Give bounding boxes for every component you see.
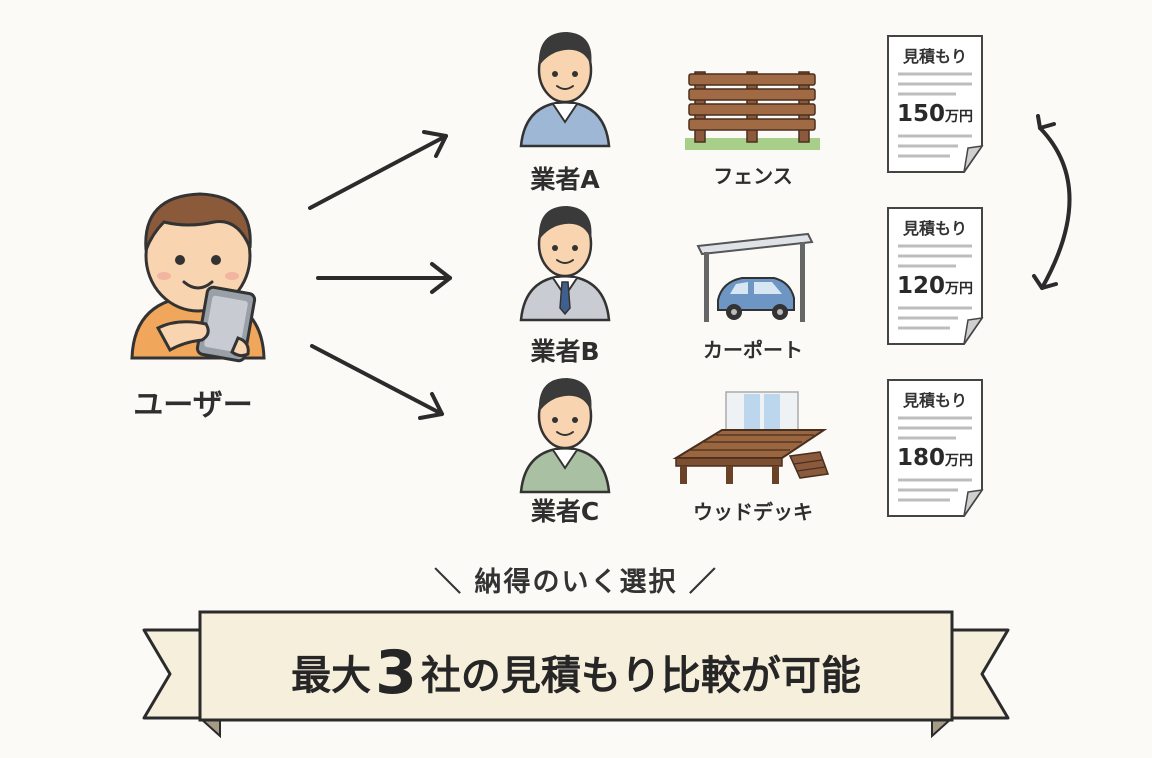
quote-price: 150万円 <box>886 101 984 127</box>
banner-prefix: 最大 <box>291 653 372 699</box>
user-label: ユーザー <box>133 388 253 423</box>
service-fence-label: フェンス <box>713 164 793 188</box>
service-wooddeck-label: ウッドデッキ <box>693 500 813 524</box>
quote-title: 見積もり <box>902 47 967 66</box>
ribbon-banner <box>142 610 1010 739</box>
request-arrows <box>308 130 452 420</box>
quote-price: 180万円 <box>886 445 984 471</box>
quote-doc-c: 見積もり 180万円 <box>886 378 998 520</box>
compare-double-arrow <box>1032 114 1072 290</box>
vendor-a-label: 業者A <box>530 165 600 194</box>
quote-title: 見積もり <box>902 219 967 238</box>
vendor-a-avatar <box>519 32 611 148</box>
banner-suffix: 社の見積もり比較が可能 <box>420 653 861 699</box>
vendor-c-label: 業者C <box>530 497 600 526</box>
quote-unit: 万円 <box>945 109 973 125</box>
quote-price: 120万円 <box>886 273 984 299</box>
carport-icon <box>696 232 814 322</box>
vendor-b-avatar <box>519 206 611 322</box>
arrow-to-vendor-a <box>308 134 448 210</box>
vendor-c-avatar <box>519 378 611 494</box>
service-carport-label: カーポート <box>703 338 803 362</box>
fence-icon <box>685 71 820 150</box>
quote-doc-a: 見積もり 150万円 <box>886 34 998 176</box>
wood-deck-icon <box>672 391 830 484</box>
quote-title: 見積もり <box>902 391 967 410</box>
vendor-b-label: 業者B <box>530 337 600 366</box>
quote-doc-b: 見積もり 120万円 <box>886 206 998 348</box>
quote-unit: 万円 <box>945 281 973 297</box>
user-illustration <box>130 192 266 363</box>
tagline: ＼ 納得のいく選択 ／ <box>434 567 718 598</box>
quote-amount: 120 <box>896 273 945 299</box>
quote-amount: 150 <box>896 101 945 127</box>
arrow-to-vendor-c <box>310 344 444 416</box>
banner-number: 3 <box>375 638 417 708</box>
quote-unit: 万円 <box>945 453 973 469</box>
quote-amount: 180 <box>896 445 945 471</box>
